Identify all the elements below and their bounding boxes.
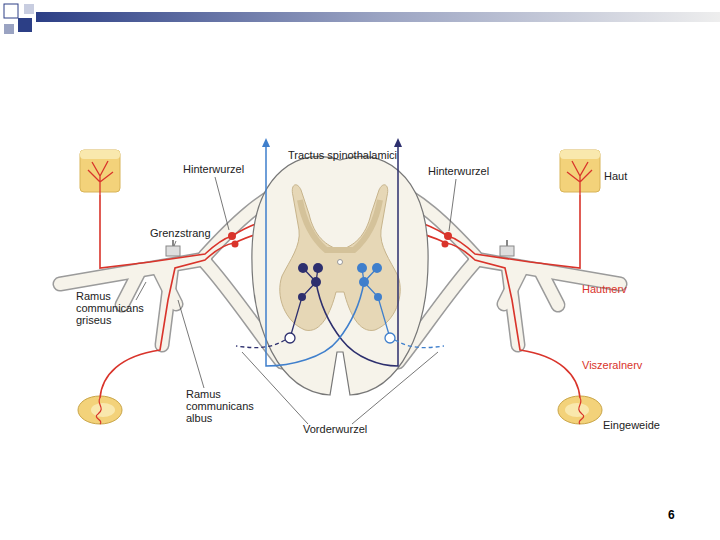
part-label: Vorderwurzel [303,424,367,436]
efferent-fiber [395,340,444,348]
right-neurons [266,142,444,366]
part-label: Ramus communicans albus [186,389,258,425]
part-label: Hinterwurzel [428,166,489,178]
neuron [374,293,382,301]
part-label: Hautnerv [582,284,627,296]
motor-neuron [385,333,395,343]
leader-line [136,282,146,300]
neuron [298,293,306,301]
spinothalamic-tract [266,142,364,366]
deco-square [18,18,32,32]
leader-line [174,241,176,246]
motor-neuron [285,333,295,343]
neuron [372,263,382,273]
deco-square [4,24,14,34]
header-bar [36,12,720,22]
neuron [357,263,367,273]
leader-line [242,352,308,424]
deco-square [24,4,34,14]
page-number: 6 [668,509,675,522]
neuron [313,263,323,273]
deco-square [4,4,18,18]
gray-matter [280,185,400,331]
leader-lines [136,177,456,424]
part-label: Ramus communicans griseus [76,291,148,327]
leader-line [352,352,438,424]
part-label: Viszeralnerv [582,360,642,372]
white-matter [252,156,428,395]
central-canal [338,260,343,265]
neuron [298,263,308,273]
part-label: Haut [604,171,627,183]
leader-line [178,300,204,388]
part-label: Tractus spinothalamici [288,150,397,162]
spinothalamic-tract [316,142,398,366]
efferent-fiber [236,340,285,348]
leader-line [215,177,229,230]
leader-line [449,179,456,231]
part-label: Eingeweide [603,420,660,432]
part-label: Grenzstrang [150,228,211,240]
substantia-gelatinosa [300,200,380,250]
part-label: Hinterwurzel [183,164,244,176]
left-neurons [236,142,398,366]
